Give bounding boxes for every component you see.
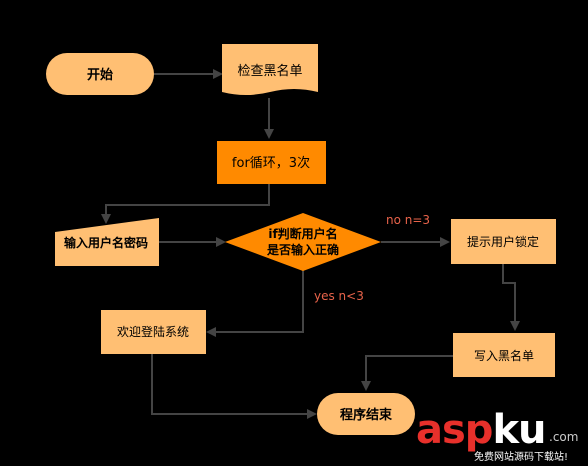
- watermark-domain: .com: [549, 430, 579, 444]
- start-node: [46, 53, 154, 95]
- decision-label-line1: if判断用户名: [268, 226, 337, 241]
- lock-label: 提示用户锁定: [467, 234, 539, 249]
- lock-node: [451, 219, 556, 264]
- watermark: aspku .com 免费网站源码下载站!: [416, 408, 586, 464]
- loop-node: [217, 141, 326, 184]
- end-node: [317, 393, 415, 435]
- edge-label-yes: yes n<3: [314, 289, 364, 303]
- input-node: [55, 218, 159, 266]
- blacklist-node: [453, 333, 555, 377]
- watermark-logo-white: ku: [492, 407, 546, 453]
- edge-label-no: no n=3: [386, 213, 430, 227]
- input-label: 输入用户名密码: [64, 235, 148, 250]
- decision-label-line2: 是否输入正确: [266, 242, 339, 257]
- blacklist-label: 写入黑名单: [474, 348, 534, 363]
- watermark-logo: aspku: [416, 407, 547, 453]
- watermark-logo-red: asp: [416, 407, 493, 453]
- check-blacklist-label: 检查黑名单: [237, 63, 302, 79]
- arrow-loop-input: [101, 184, 270, 224]
- welcome-node: [101, 310, 206, 354]
- start-label: 开始: [87, 67, 113, 83]
- arrow-lock-blacklist: [502, 264, 520, 331]
- decision-node: [225, 213, 381, 271]
- welcome-label: 欢迎登陆系统: [117, 324, 189, 339]
- check-blacklist-node: [222, 44, 318, 95]
- end-label: 程序结束: [340, 407, 393, 423]
- arrow-decision-welcome: [206, 270, 304, 337]
- arrow-welcome-end: [151, 354, 317, 419]
- watermark-slogan: 免费网站源码下载站!: [474, 452, 569, 463]
- loop-label: for循环，3次: [232, 155, 310, 171]
- arrow-blacklist-end: [361, 355, 455, 391]
